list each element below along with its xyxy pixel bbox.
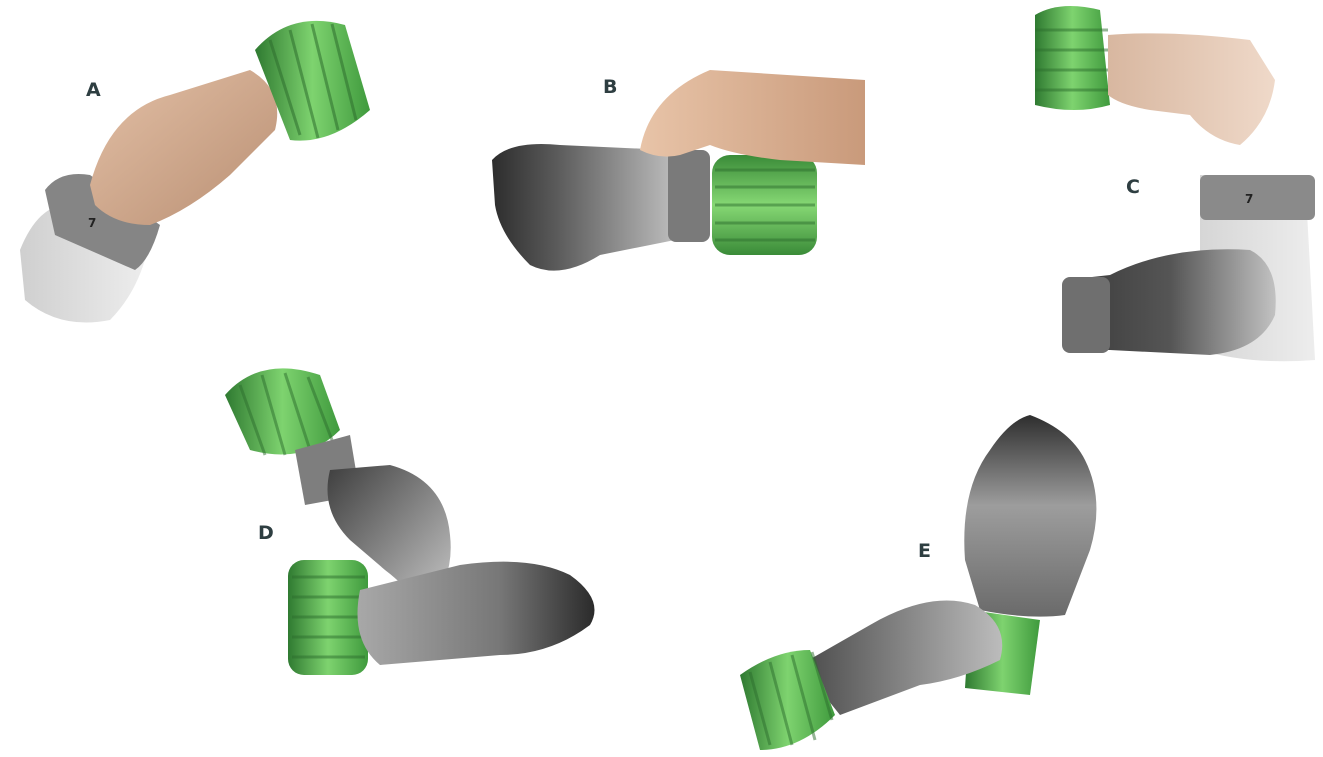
gloved-hand-horizontal: [800, 601, 1002, 716]
size-mark-a: 7: [88, 216, 96, 230]
green-sleeve-cuff-upper: [225, 368, 340, 455]
step-e-illustration: [730, 410, 1120, 757]
step-c-bottom-svg: 7: [1050, 165, 1323, 365]
gloved-hand-vertical: [964, 415, 1096, 617]
step-label-c: C: [1126, 178, 1140, 197]
step-e-svg: [730, 410, 1120, 757]
step-c-top-illustration: [1020, 0, 1323, 160]
knit-cuff-hand: [1062, 277, 1110, 353]
green-sleeve-cuff: [712, 155, 817, 255]
step-a-svg: 7: [0, 0, 380, 340]
step-label-b: B: [603, 78, 617, 97]
bare-hand: [640, 70, 865, 165]
step-b-svg: [480, 55, 880, 295]
knit-cuff: [1200, 175, 1315, 220]
step-c-bottom-illustration: 7: [1050, 165, 1323, 365]
step-d-svg: [210, 355, 610, 685]
knit-cuff: [668, 150, 710, 242]
step-label-d: D: [258, 524, 274, 543]
size-mark-c: 7: [1245, 192, 1253, 206]
hand: [90, 70, 277, 225]
gloved-hand: [492, 144, 675, 271]
green-sleeve-cuff-lower: [288, 560, 368, 675]
step-label-e: E: [918, 542, 931, 561]
green-sleeve-cuff: [1035, 6, 1110, 110]
bare-hand: [1108, 33, 1275, 145]
step-a-illustration: 7: [0, 0, 380, 340]
step-d-illustration: [210, 355, 610, 685]
gloved-hand-lower: [358, 562, 595, 665]
step-label-a: A: [86, 81, 101, 100]
step-c-top-svg: [1020, 0, 1323, 160]
step-b-illustration: [480, 55, 880, 295]
